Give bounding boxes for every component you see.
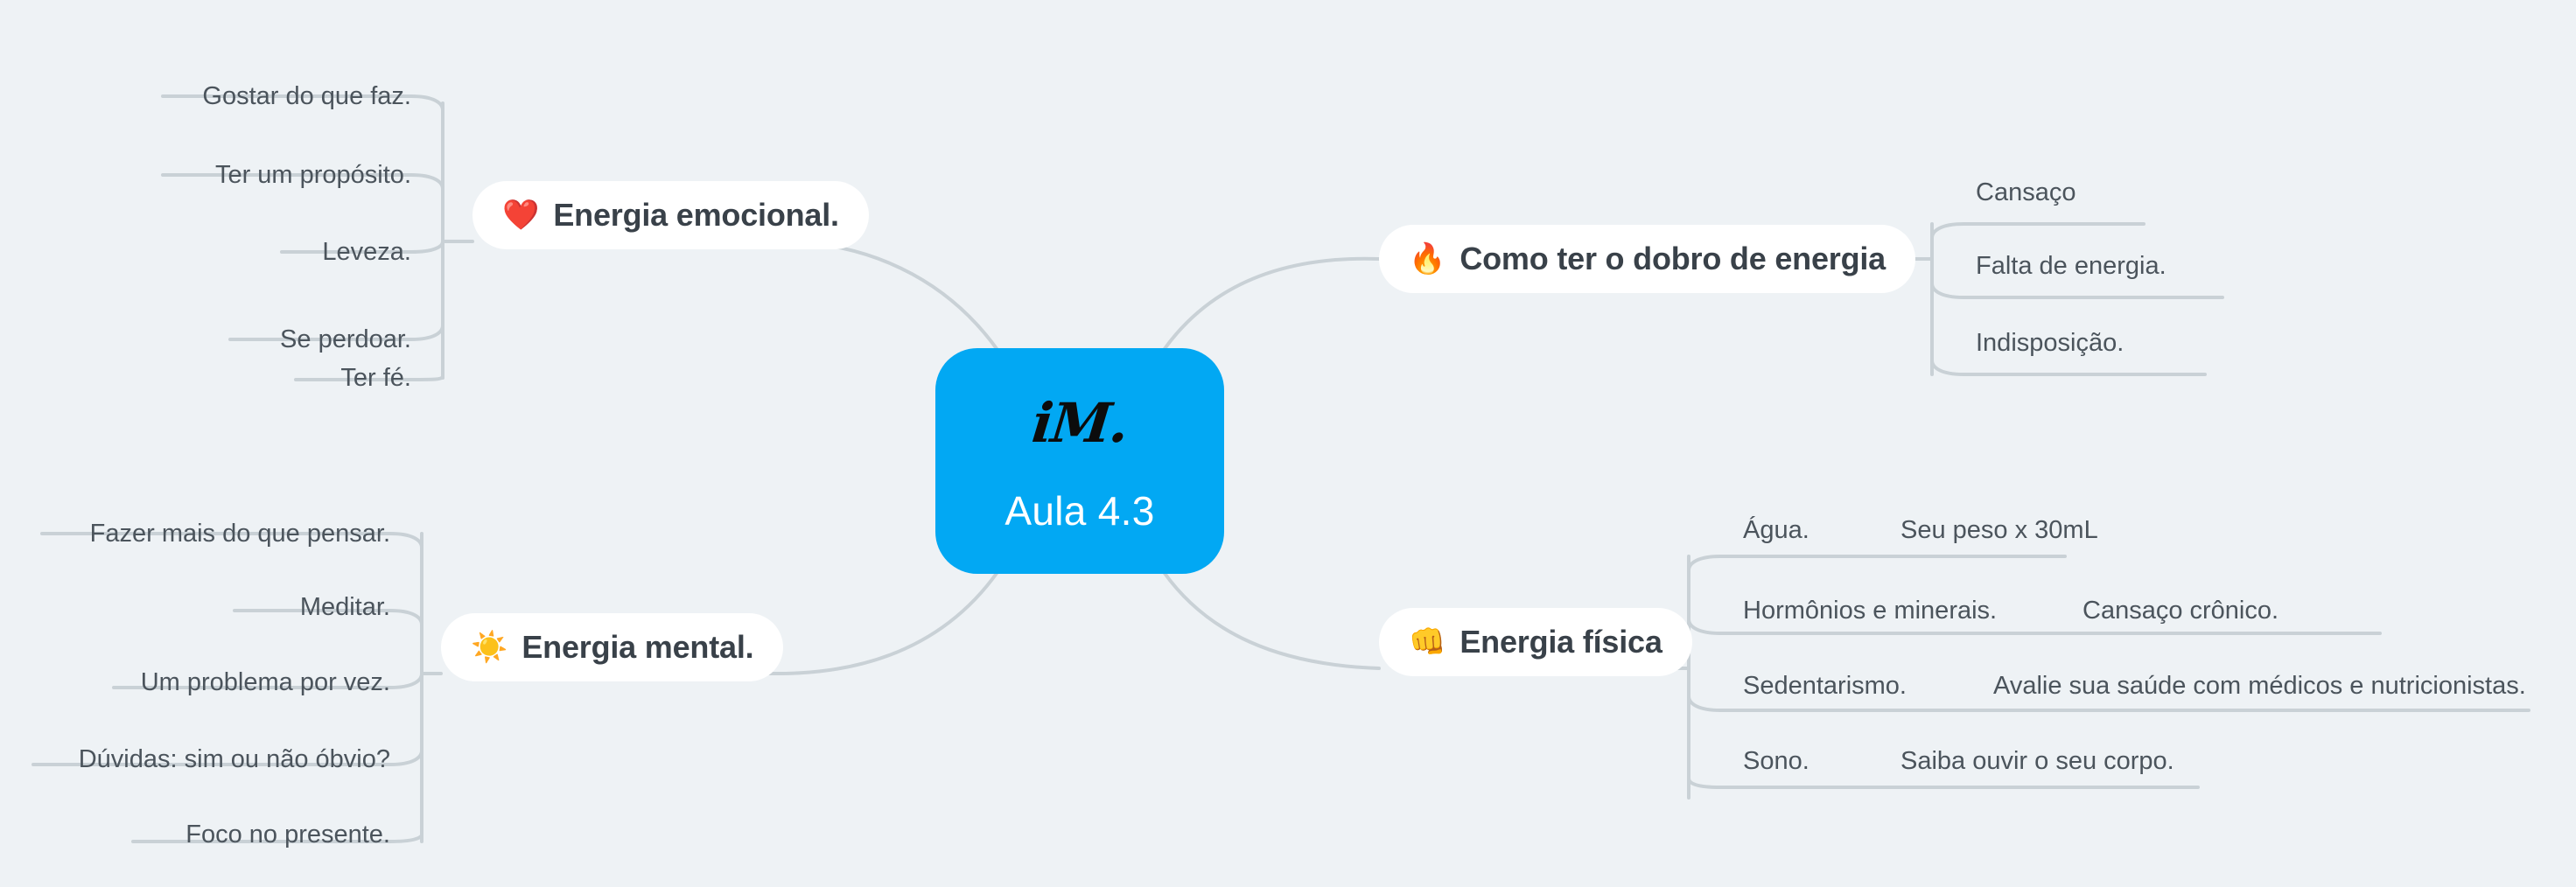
subleaf-sedentarismo-detail[interactable]: Avalie sua saúde com médicos e nutricion… bbox=[1993, 672, 2526, 700]
leaf-se-perdoar[interactable]: Se perdoar. bbox=[280, 325, 411, 353]
sun-icon: ☀️ bbox=[471, 631, 508, 664]
branch-label-como-ter-o-dobro-de-energia: Como ter o dobro de energia bbox=[1460, 241, 1886, 276]
root-title: Aula 4.3 bbox=[1004, 488, 1155, 534]
leaf-sedentarismo[interactable]: Sedentarismo. bbox=[1743, 672, 1907, 700]
root-logo: iM. bbox=[1029, 391, 1130, 455]
link-root-mental bbox=[768, 570, 999, 676]
subleaf-sono-detail[interactable]: Saiba ouvir o seu corpo. bbox=[1900, 747, 2174, 775]
leaf-leveza[interactable]: Leveza. bbox=[322, 238, 411, 266]
leaf-um-problema-por-vez[interactable]: Um problema por vez. bbox=[140, 668, 390, 696]
leaf-hormonios-e-minerais[interactable]: Hormônios e minerais. bbox=[1743, 597, 1998, 625]
branch-chip-energia-fisica[interactable]: 👊 Energia física bbox=[1379, 608, 1692, 676]
leaf-sono[interactable]: Sono. bbox=[1743, 747, 1810, 775]
leaf-foco-no-presente[interactable]: Foco no presente. bbox=[186, 821, 390, 849]
link-root-emocional bbox=[786, 240, 999, 352]
leaf-meditar[interactable]: Meditar. bbox=[299, 593, 390, 621]
underline-cansaco bbox=[1930, 222, 2146, 240]
leaf-fazer-mais-do-que-pensar[interactable]: Fazer mais do que pensar. bbox=[89, 520, 390, 548]
root-node[interactable]: iM. Aula 4.3 bbox=[935, 348, 1224, 574]
leaf-falta-de-energia[interactable]: Falta de energia. bbox=[1976, 252, 2166, 280]
underline-indisposicao bbox=[1930, 359, 2207, 376]
branch-label-energia-fisica: Energia física bbox=[1460, 624, 1662, 660]
link-root-dobro bbox=[1162, 256, 1381, 352]
subleaf-agua-detail[interactable]: Seu peso x 30mL bbox=[1900, 516, 2098, 544]
leaf-ter-um-proposito[interactable]: Ter um propósito. bbox=[214, 161, 411, 189]
branch-chip-como-ter-o-dobro-de-energia[interactable]: 🔥 Como ter o dobro de energia bbox=[1379, 225, 1915, 293]
underline-agua bbox=[1687, 555, 2067, 572]
leaf-cansaco[interactable]: Cansaço bbox=[1976, 178, 2076, 206]
branch-label-energia-mental: Energia mental. bbox=[522, 629, 754, 665]
branch-chip-energia-emocional[interactable]: ❤️ Energia emocional. bbox=[472, 181, 869, 249]
red-heart-icon: ❤️ bbox=[502, 199, 540, 232]
fist-icon: 👊 bbox=[1409, 625, 1446, 659]
branch-chip-energia-mental[interactable]: ☀️ Energia mental. bbox=[441, 613, 784, 681]
leaf-ter-fe[interactable]: Ter fé. bbox=[340, 364, 411, 392]
branch-label-energia-emocional: Energia emocional. bbox=[553, 197, 839, 233]
underline-sono bbox=[1687, 777, 2200, 789]
leaf-gostar-do-que-faz[interactable]: Gostar do que faz. bbox=[202, 82, 411, 110]
leaf-indisposicao[interactable]: Indisposição. bbox=[1976, 329, 2124, 357]
leaf-agua[interactable]: Água. bbox=[1743, 516, 1810, 544]
fire-icon: 🔥 bbox=[1409, 242, 1446, 276]
link-root-fisica bbox=[1162, 570, 1381, 670]
subleaf-hormonios-detail[interactable]: Cansaço crônico. bbox=[2082, 597, 2279, 625]
underline-falta bbox=[1930, 282, 2224, 299]
leaf-duvidas-sim-ou-nao-obvio[interactable]: Dúvidas: sim ou não óbvio? bbox=[78, 745, 390, 773]
